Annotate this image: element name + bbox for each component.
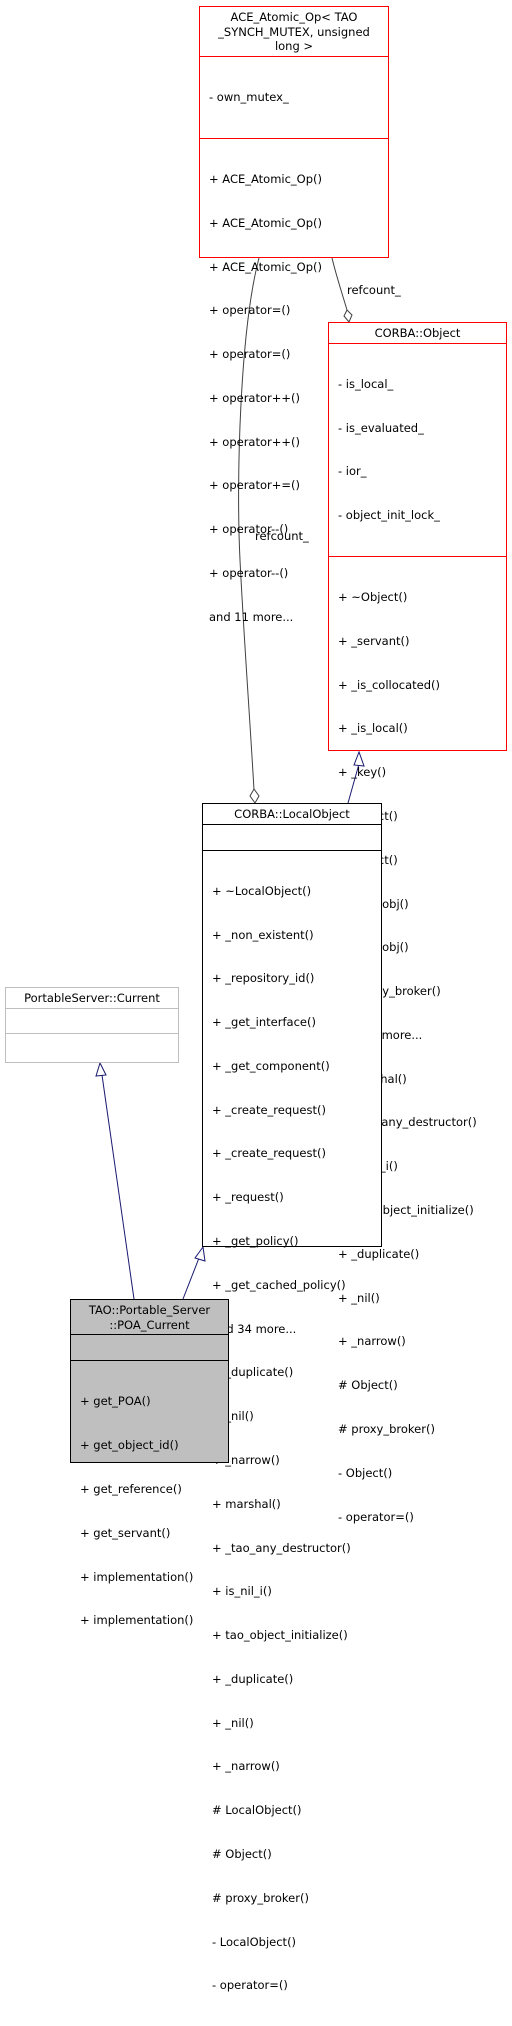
class-attributes (71, 1334, 228, 1360)
aggregation-diamond-left (249, 788, 260, 804)
class-attributes (6, 1007, 178, 1033)
inherit-arrow-object (353, 750, 365, 767)
class-attributes: - is_local_ - is_evaluated_ - ior_ - obj… (329, 342, 506, 556)
inherit-edge-localobject-object (347, 763, 360, 804)
class-operations: + ~LocalObject() + _non_existent() + _re… (203, 849, 381, 2026)
class-ace-atomic-op[interactable]: ACE_Atomic_Op< TAO _SYNCH_MUTEX, unsigne… (199, 6, 389, 624)
class-corba-localobject[interactable]: CORBA::LocalObject + ~LocalObject() + _n… (202, 803, 382, 1992)
class-title: ACE_Atomic_Op< TAO _SYNCH_MUTEX, unsigne… (218, 10, 370, 54)
relationship-edges (95, 257, 365, 1300)
class-operations: + get_POA() + get_object_id() + get_refe… (71, 1360, 228, 1661)
inherit-edge-poa-current (101, 1074, 135, 1300)
class-corba-object[interactable]: CORBA::Object - is_local_ - is_evaluated… (328, 322, 507, 1524)
inherit-arrow-localobject (194, 1245, 206, 1262)
class-poa-current[interactable]: TAO::Portable_Server ::POA_Current + get… (70, 1299, 229, 1627)
inherit-edge-poa-localobject (182, 1257, 200, 1300)
refcount-edge-left (238, 257, 260, 791)
class-portableserver-current[interactable]: PortableServer::Current (5, 987, 179, 1063)
class-attributes (203, 823, 381, 850)
edge-label-refcount-left: refcount_ (255, 529, 309, 543)
class-operations (6, 1032, 178, 1058)
edge-label-refcount-right: refcount_ (347, 283, 401, 297)
inherit-arrow-current (95, 1061, 107, 1077)
class-title: CORBA::Object (374, 326, 461, 340)
class-attributes: - own_mutex_ (200, 55, 388, 138)
class-title: PortableServer::Current (24, 991, 160, 1005)
refcount-edge-right (331, 257, 348, 311)
aggregation-diamond-right (343, 309, 353, 323)
class-operations: + ACE_Atomic_Op() + ACE_Atomic_Op() + AC… (200, 137, 388, 658)
class-title: CORBA::LocalObject (234, 807, 350, 821)
class-title: TAO::Portable_Server ::POA_Current (88, 1303, 211, 1332)
